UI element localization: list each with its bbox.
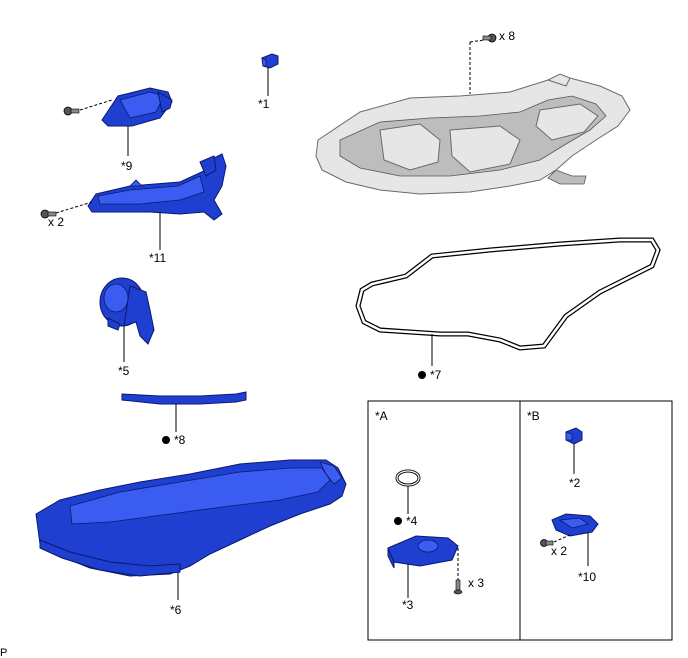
screw-icon: [540, 539, 554, 547]
bullet-icon: [162, 436, 170, 444]
part-11-bracket: [87, 153, 227, 221]
screw-icon: [453, 579, 463, 595]
footer-code: P: [0, 647, 7, 658]
part-6-lens-cover: [35, 459, 347, 577]
label-part-6: *6: [170, 603, 182, 617]
screw-icon: [63, 106, 80, 116]
part-7-gasket: [355, 237, 661, 351]
label-part-11: *11: [149, 251, 166, 265]
part-5-projector: [99, 277, 155, 345]
screw-icon: [40, 209, 57, 219]
screw-icon: [482, 33, 497, 43]
label-part-9: *9: [121, 159, 133, 173]
part-2-socket: [565, 427, 583, 445]
label-part-5: *5: [118, 364, 130, 378]
label-part-8: *8: [174, 433, 186, 447]
bullet-icon: [418, 371, 426, 379]
headlight-housing: [315, 73, 631, 195]
label-part-7: *7: [430, 368, 442, 382]
part-4-o-ring: [395, 469, 421, 487]
part-1-bulb: [261, 53, 279, 69]
label-part-1: *1: [258, 97, 270, 111]
qty-x3: x 3: [468, 576, 484, 590]
part-9-reflector: [101, 87, 173, 127]
box-b-title: *B: [527, 409, 540, 423]
qty-x8: x 8: [499, 29, 515, 43]
label-part-2: *2: [569, 476, 581, 490]
part-10-bracket: [551, 513, 599, 537]
box-a-title: *A: [375, 409, 388, 423]
part-8-seal-strip: [121, 391, 247, 405]
qty-x2-box: x 2: [551, 544, 567, 558]
part-3-socket: [387, 535, 459, 569]
label-part-3: *3: [402, 598, 414, 612]
qty-x2-left: x 2: [48, 215, 64, 229]
bullet-icon: [394, 517, 402, 525]
label-part-10: *10: [578, 570, 596, 584]
label-part-4: *4: [406, 514, 418, 528]
